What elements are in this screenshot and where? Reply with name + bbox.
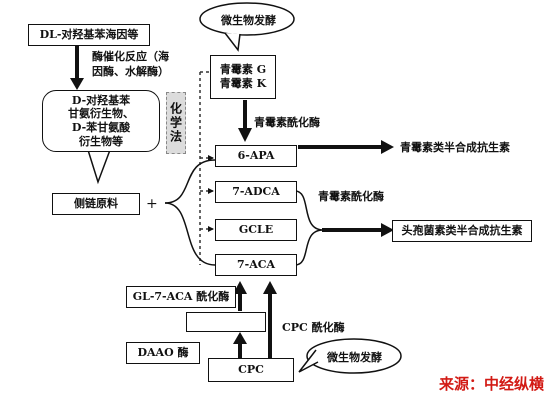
node-side-chain: 侧链原料	[52, 193, 140, 215]
node-d-derivatives: D-对羟基苯 甘氨衍生物、 D-苯甘氨酸 衍生物等	[42, 90, 160, 152]
cloud-bottom	[298, 338, 402, 374]
node-cpc: CPC	[208, 358, 294, 382]
node-dl: DL-对羟基苯海因等	[28, 24, 150, 46]
callout-tail	[87, 149, 111, 185]
brace-lower	[164, 202, 216, 266]
cloud-top-text: 微生物发酵	[221, 14, 276, 27]
label-chemical: 化学法	[166, 92, 186, 154]
arrow-cpc-left	[233, 281, 247, 358]
node-empty-intermediate	[186, 312, 266, 332]
cloud-top	[199, 2, 295, 52]
arrow-cpc-right	[263, 281, 277, 358]
label-enzyme-catalysis: 酶催化反应（海 因酶、水解酶）	[92, 50, 169, 78]
node-gcle: GCLE	[215, 219, 297, 241]
chemical-dashed-path	[199, 71, 214, 265]
node-daao: DAAO 酶	[126, 342, 200, 364]
node-penicillin: 青霉素 G 青霉素 K	[210, 55, 276, 99]
label-pen-acylase-1: 青霉素酰化酶	[254, 116, 320, 129]
cloud-bottom-text: 微生物发酵	[327, 351, 382, 364]
label-pen-acylase-2: 青霉素酰化酶	[318, 190, 384, 203]
node-7-aca: 7-ACA	[215, 254, 297, 276]
node-7-adca: 7-ADCA	[215, 181, 297, 203]
brace-upper	[164, 159, 216, 204]
node-6-apa: 6-APA	[215, 145, 297, 167]
arrow-dl-to-deriv	[70, 46, 84, 90]
arrow-pen-to-apa	[238, 100, 252, 142]
label-pen-semi-synthetic: 青霉素类半合成抗生素	[400, 141, 510, 154]
node-ceph-semi-synthetic: 头孢菌素类半合成抗生素	[392, 220, 532, 242]
node-gl-enzyme: GL-7-ACA 酰化酶	[126, 286, 236, 308]
source-caption: 来源：中经纵横	[438, 375, 544, 393]
label-cpc-acylase: CPC 酰化酶	[282, 321, 345, 334]
plus-sign: +	[146, 196, 158, 212]
